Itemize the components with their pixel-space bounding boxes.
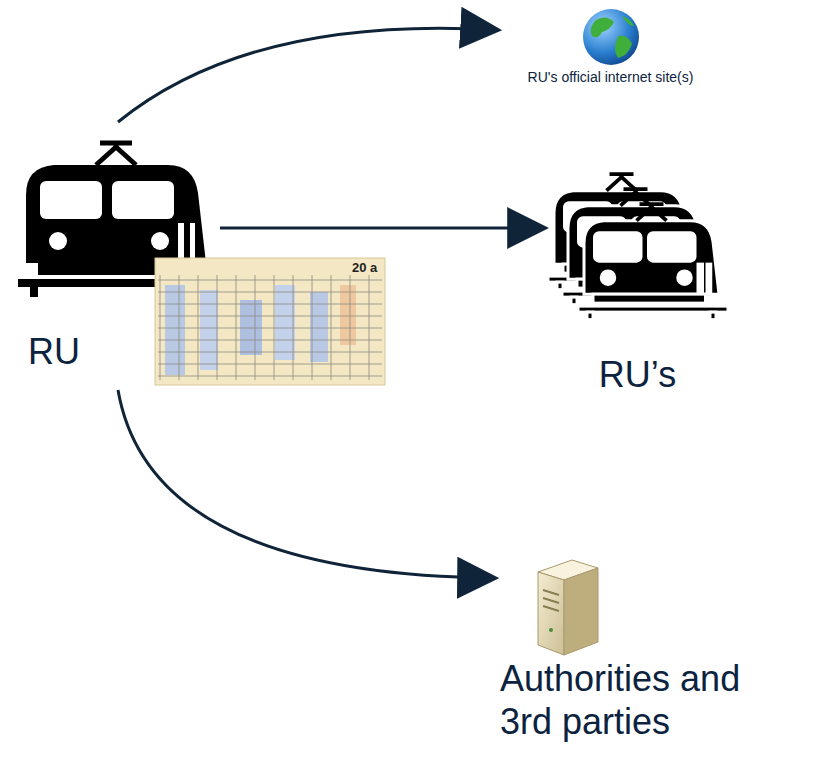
timetable-label: 20 a (352, 260, 377, 275)
node-label: RU (28, 330, 148, 373)
icon-node: Authorities and 3rd parties (495, 555, 795, 752)
node-label: Authorities and 3rd parties (500, 657, 780, 743)
server-icon (538, 560, 598, 655)
globe-icon (583, 9, 639, 65)
arrow-connector (118, 390, 495, 578)
timetable-image (155, 258, 385, 385)
icon-node: RU’s (545, 160, 732, 410)
trains-icon (548, 174, 728, 320)
node-label: RU's official internet site(s) (498, 69, 723, 86)
icon-node: RU's official internet site(s) (498, 8, 725, 94)
icon-node: RU (15, 122, 220, 390)
arrow-connector (220, 227, 545, 230)
node-label: RU’s (545, 353, 730, 396)
arrow-connector (118, 28, 498, 122)
